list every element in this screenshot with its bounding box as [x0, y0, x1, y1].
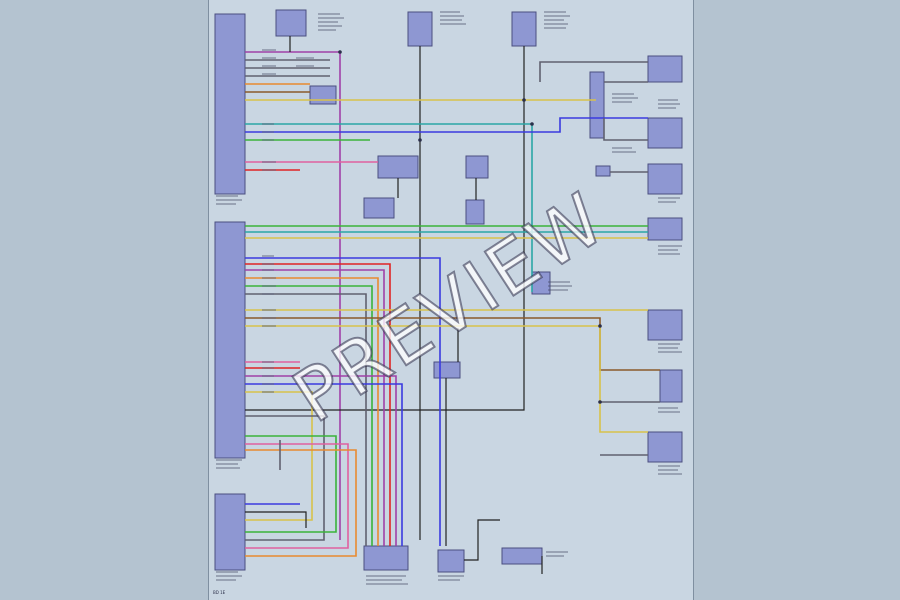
wire-purple-pt-2	[245, 375, 397, 546]
module-fuse-top-mid	[407, 11, 433, 47]
wire-blue-long	[245, 117, 648, 133]
wire-blue-pt	[245, 257, 441, 546]
wire-black-bottom-1	[464, 519, 500, 561]
module-power-steering	[214, 493, 246, 571]
module-connector-bottom	[363, 545, 409, 571]
module-sensor-right-5	[659, 369, 683, 403]
module-relay-bottom	[501, 547, 543, 565]
module-junction-d	[363, 197, 395, 219]
module-junction-a	[309, 85, 337, 105]
wire-gray-pt-1	[245, 293, 367, 546]
module-switch-bottom	[437, 549, 465, 573]
wire-black-fuse-right	[245, 46, 525, 411]
splice-2	[530, 122, 534, 126]
wire-orange-pt	[245, 277, 379, 546]
module-junction-g	[433, 361, 461, 379]
page-id-label: BD 1E	[213, 590, 226, 595]
module-sensor-right-1	[647, 117, 683, 149]
wire-purple-pt	[245, 269, 385, 546]
label-strokes-top	[318, 11, 570, 31]
wire-pink-pt-2	[245, 443, 349, 549]
wire-red-pt	[245, 263, 391, 546]
label-strokes-mid	[262, 49, 314, 393]
wire-gray-up	[539, 61, 648, 82]
splice-1	[338, 50, 342, 54]
wire-orange-pt-2	[245, 449, 357, 557]
wire-yellow-pt-3	[245, 391, 313, 521]
wire-green-pt-2	[245, 435, 337, 533]
splice-3	[598, 324, 602, 328]
label-strokes-right	[548, 93, 682, 475]
wire-gray-right-2	[603, 118, 648, 141]
module-relay-small	[595, 165, 611, 177]
module-junction-b	[377, 155, 419, 179]
module-junction-f	[531, 271, 551, 295]
wire-blue-pt-2	[245, 383, 403, 546]
splice-6	[522, 98, 526, 102]
label-strokes-left	[216, 195, 568, 585]
module-powertrain	[214, 221, 246, 459]
module-junction-e	[465, 199, 485, 225]
module-sensor-right-3	[647, 217, 683, 241]
module-fuse-top-right	[511, 11, 537, 47]
wire-yellow-pt-2	[245, 325, 648, 433]
module-sensor-right-4	[647, 309, 683, 341]
module-fuse-top-left	[275, 9, 307, 37]
module-body-control	[214, 13, 246, 195]
module-relay-right	[589, 71, 605, 139]
splice-5	[418, 138, 422, 142]
module-switch-top-right	[647, 55, 683, 83]
module-sensor-right-2	[647, 163, 683, 195]
module-junction-c	[465, 155, 489, 179]
module-sensor-right-6	[647, 431, 683, 463]
wire-green-pt	[245, 285, 373, 546]
wire-black-ps	[245, 511, 307, 528]
wire-gray-pt-4	[245, 415, 325, 541]
splice-4	[598, 400, 602, 404]
wire-purple-top	[245, 51, 341, 540]
